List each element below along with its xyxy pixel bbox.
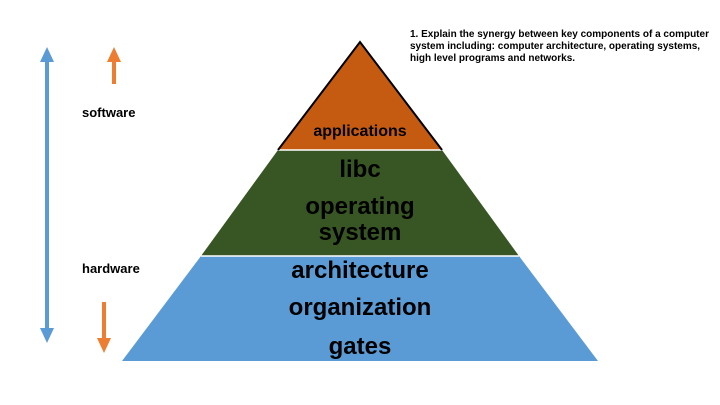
down-arrow-icon	[97, 302, 111, 353]
question-text: 1. Explain the synergy between key compo…	[410, 29, 709, 64]
tier-os	[201, 150, 519, 256]
architecture-label: architecture	[291, 257, 429, 284]
software-label: software	[82, 105, 136, 120]
applications-label: applications	[313, 123, 407, 140]
libc-label: libc	[339, 156, 381, 183]
tier-applications	[278, 42, 442, 150]
tier-hardware	[122, 256, 598, 361]
organization-label: organization	[288, 294, 432, 321]
up-arrow-icon	[107, 47, 121, 84]
hardware-label: hardware	[82, 261, 140, 276]
operating-system-label: operating system	[305, 193, 415, 246]
software-hardware-double-arrow	[40, 47, 54, 343]
gates-label: gates	[328, 333, 392, 360]
